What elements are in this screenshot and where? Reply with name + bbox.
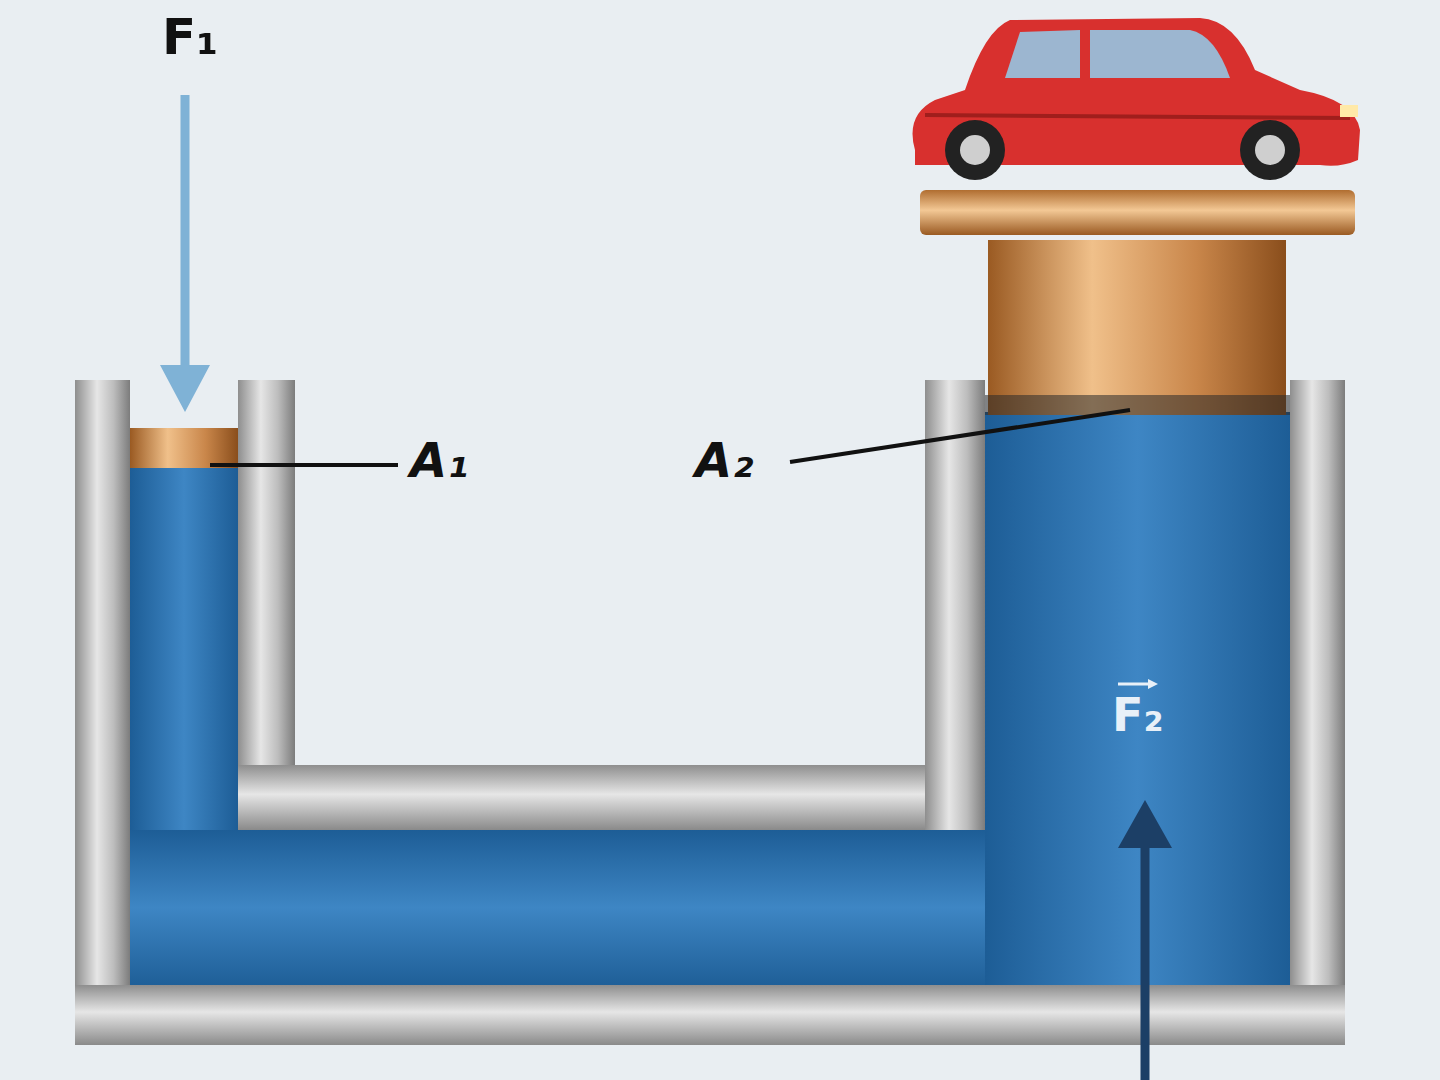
force-arrow	[160, 95, 210, 412]
area-label: A₂	[695, 436, 753, 484]
steel-housing	[75, 380, 1345, 1045]
force-label: F₂	[1112, 692, 1164, 738]
small-piston	[130, 428, 238, 468]
force-arrow	[1118, 800, 1172, 1080]
large-piston	[920, 190, 1355, 415]
hydraulic-fluid	[130, 412, 1290, 985]
force-label: F₁	[162, 12, 218, 62]
leader-line	[210, 463, 398, 467]
leader-line	[790, 410, 1130, 462]
area-label: A₁	[410, 436, 468, 484]
vector-mark	[1118, 679, 1158, 689]
car	[913, 18, 1361, 180]
